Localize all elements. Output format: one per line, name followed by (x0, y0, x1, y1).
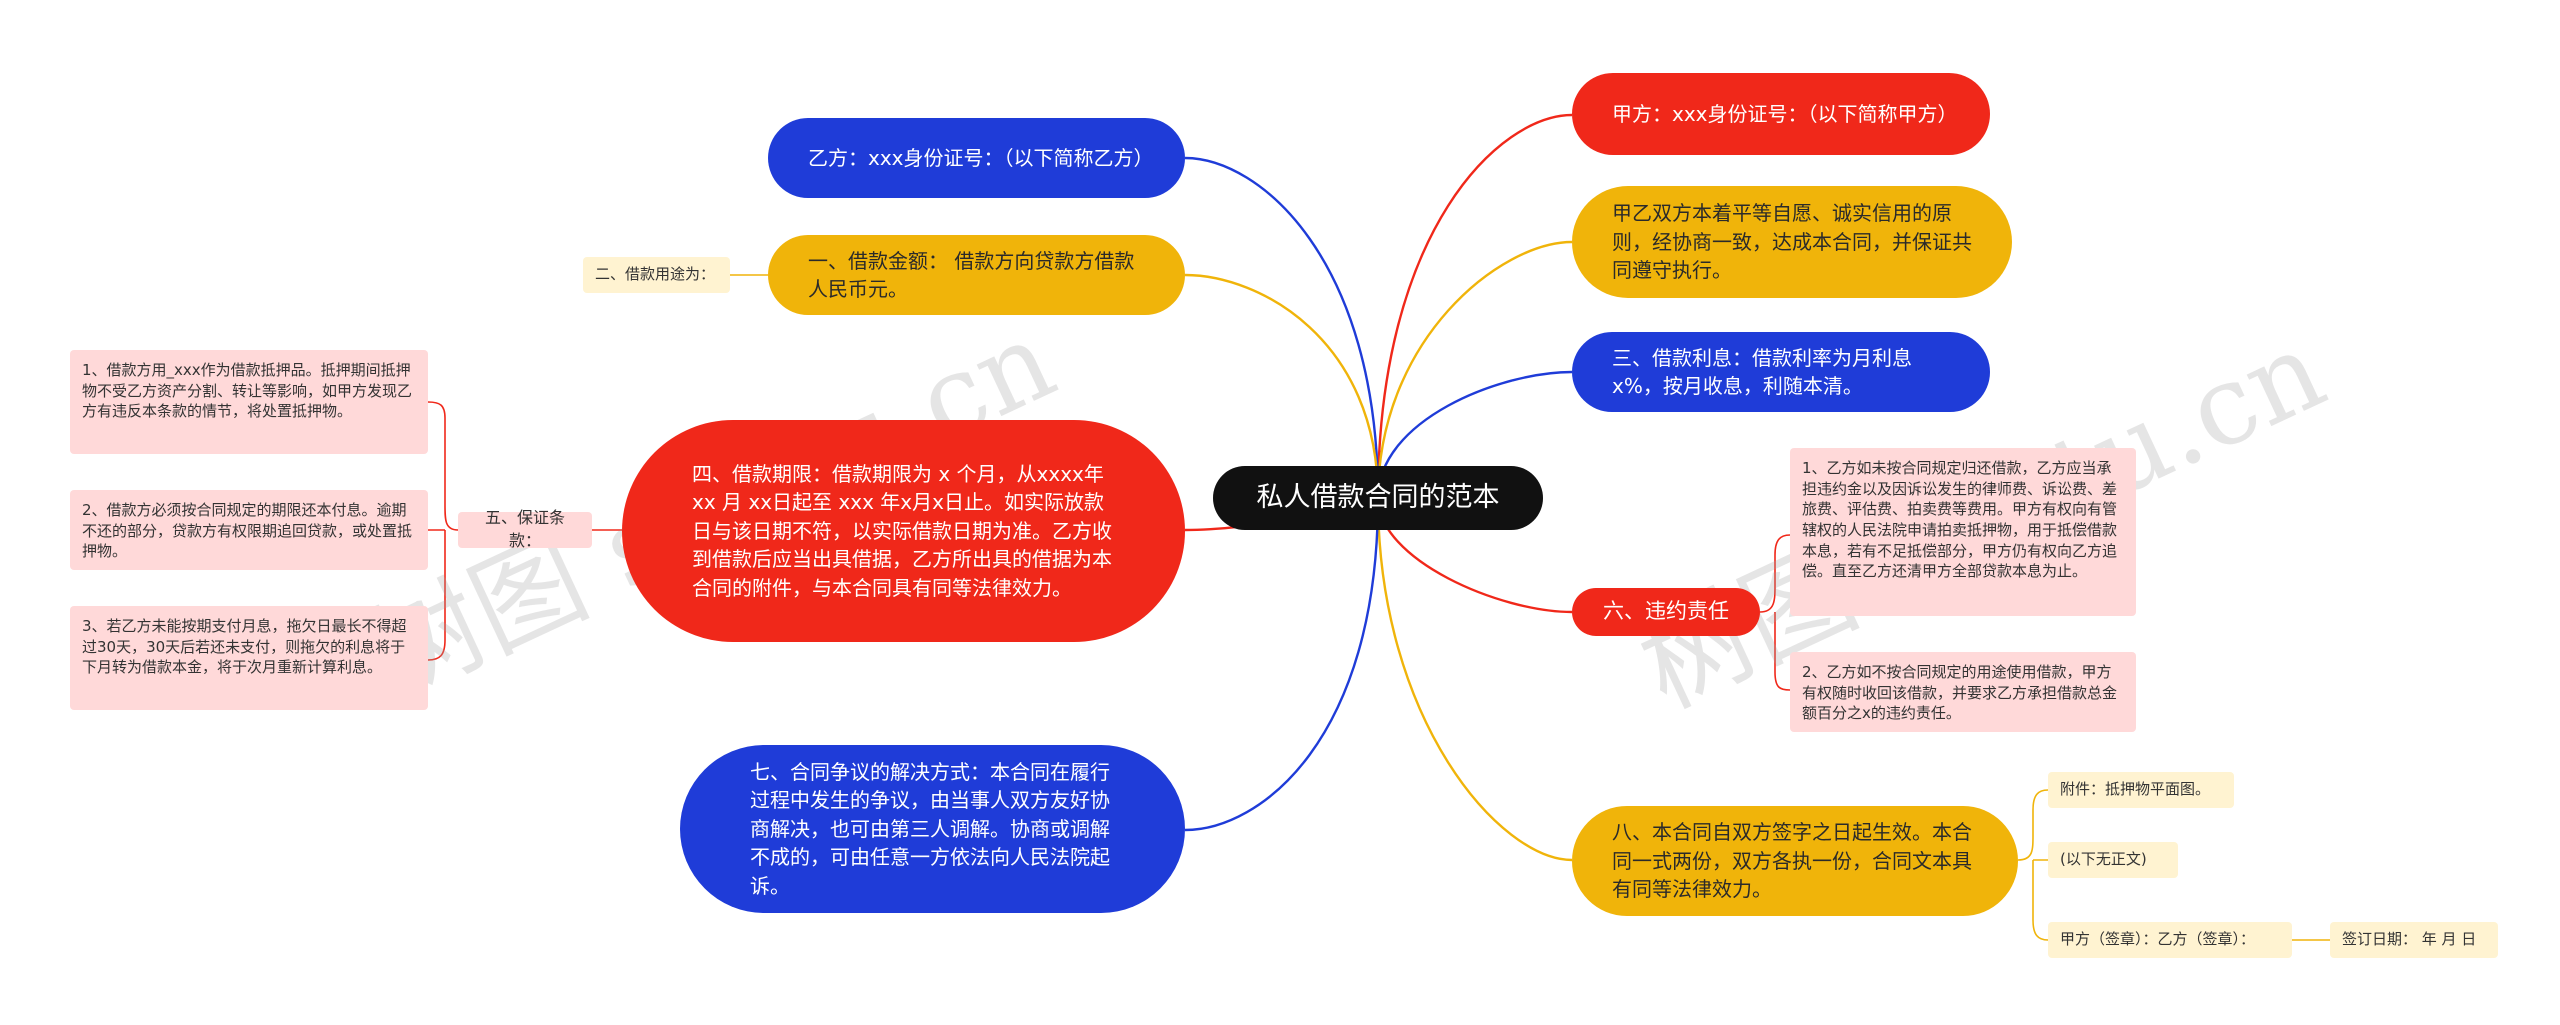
breach-item-1-text: 1、乙方如未按合同规定归还借款，乙方应当承担违约金以及因诉讼发生的律师费、诉讼费… (1802, 459, 2118, 581)
breach-item-2[interactable]: 2、乙方如不按合同规定的用途使用借款，甲方有权随时收回该借款，并要求乙方承担借款… (1790, 652, 2136, 732)
effective-date-text: 签订日期： 年 月 日 (2342, 930, 2477, 949)
effective-attachment[interactable]: 附件：抵押物平面图。 (2048, 772, 2234, 808)
effective-no-text[interactable]: (以下无正文) (2048, 842, 2178, 878)
node-loan-term[interactable]: 四、借款期限：借款期限为 x 个月，从xxxx年 xx 月 xx日起至 xxx … (622, 420, 1185, 642)
center-topic-text: 私人借款合同的范本 (1256, 481, 1500, 513)
effective-signature-text: 甲方（签章）：乙方（签章）： (2060, 930, 2256, 949)
center-topic[interactable]: 私人借款合同的范本 (1213, 466, 1543, 530)
node-party-a-text: 甲方：xxx身份证号：（以下简称甲方） (1612, 101, 1958, 126)
node-effective[interactable]: 八、本合同自双方签字之日起生效。本合同一式两份，双方各执一份，合同文本具有同等法… (1572, 806, 2018, 916)
node-party-a[interactable]: 甲方：xxx身份证号：（以下简称甲方） (1572, 73, 1990, 155)
guarantee-item-2[interactable]: 2、借款方必须按合同规定的期限还本付息。逾期不还的部分，贷款方有权限期追回贷款，… (70, 490, 428, 570)
guarantee-item-2-text: 2、借款方必须按合同规定的期限还本付息。逾期不还的部分，贷款方有权限期追回贷款，… (82, 501, 413, 561)
node-principle[interactable]: 甲乙双方本着平等自愿、诚实信用的原则，经协商一致，达成本合同，并保证共同遵守执行… (1572, 186, 2012, 298)
node-loan-amount[interactable]: 一、借款金额： 借款方向贷款方借款人民币元。 (768, 235, 1185, 315)
effective-attachment-text: 附件：抵押物平面图。 (2060, 780, 2211, 799)
guarantee-item-1[interactable]: 1、借款方用_xxx作为借款抵押品。抵押期间抵押物不受乙方资产分割、转让等影响，… (70, 350, 428, 454)
node-effective-text: 八、本合同自双方签字之日起生效。本合同一式两份，双方各执一份，合同文本具有同等法… (1612, 820, 1972, 902)
node-dispute[interactable]: 七、合同争议的解决方式：本合同在履行过程中发生的争议，由当事人双方友好协商解决，… (680, 745, 1185, 913)
link-party-a (1376, 113, 1573, 499)
node-loan-amount-text: 一、借款金额： 借款方向贷款方借款人民币元。 (808, 248, 1135, 301)
node-principle-text: 甲乙双方本着平等自愿、诚实信用的原则，经协商一致，达成本合同，并保证共同遵守执行… (1612, 201, 1972, 283)
breach-item-1[interactable]: 1、乙方如未按合同规定归还借款，乙方应当承担违约金以及因诉讼发生的律师费、诉讼费… (1790, 448, 2136, 616)
link-effective (1376, 497, 1573, 862)
bracket-breach (1759, 534, 1791, 691)
node-guarantee[interactable]: 五、保证条款： (458, 508, 592, 550)
link-party-b (1184, 156, 1380, 499)
node-breach[interactable]: 六、违约责任 (1572, 588, 1760, 636)
node-interest-text: 三、借款利息：借款利率为月利息x%，按月收息，利随本清。 (1612, 345, 1912, 398)
node-loan-term-text: 四、借款期限：借款期限为 x 个月，从xxxx年 xx 月 xx日起至 xxx … (692, 462, 1112, 600)
node-breach-text: 六、违约责任 (1603, 599, 1729, 624)
guarantee-item-3-text: 3、若乙方未能按期支付月息，拖欠日最长不得超过30天，30天后若还未支付，则拖欠… (82, 617, 407, 677)
node-loan-purpose[interactable]: 二、借款用途为： (583, 257, 730, 293)
link-dispute (1184, 497, 1380, 832)
guarantee-item-3[interactable]: 3、若乙方未能按期支付月息，拖欠日最长不得超过30天，30天后若还未支付，则拖欠… (70, 606, 428, 710)
bracket-effective (2017, 789, 2049, 941)
node-party-b-text: 乙方：xxx身份证号：（以下简称乙方） (808, 145, 1154, 170)
effective-date[interactable]: 签订日期： 年 月 日 (2330, 922, 2498, 958)
link-principle (1376, 240, 1573, 499)
node-interest[interactable]: 三、借款利息：借款利率为月利息x%，按月收息，利随本清。 (1572, 332, 1990, 412)
node-dispute-text: 七、合同争议的解决方式：本合同在履行过程中发生的争议，由当事人双方友好协商解决，… (750, 760, 1110, 898)
link-loan-amount (1184, 273, 1380, 499)
node-loan-purpose-text: 二、借款用途为： (595, 265, 716, 284)
bracket-guarantee (427, 401, 459, 661)
effective-signature[interactable]: 甲方（签章）：乙方（签章）： (2048, 922, 2292, 958)
guarantee-item-1-text: 1、借款方用_xxx作为借款抵押品。抵押期间抵押物不受乙方资产分割、转让等影响，… (82, 361, 413, 421)
breach-item-2-text: 2、乙方如不按合同规定的用途使用借款，甲方有权随时收回该借款，并要求乙方承担借款… (1802, 663, 2118, 723)
node-party-b[interactable]: 乙方：xxx身份证号：（以下简称乙方） (768, 118, 1185, 198)
node-guarantee-text: 五、保证条款： (484, 508, 565, 550)
effective-no-text-text: (以下无正文) (2060, 850, 2147, 869)
